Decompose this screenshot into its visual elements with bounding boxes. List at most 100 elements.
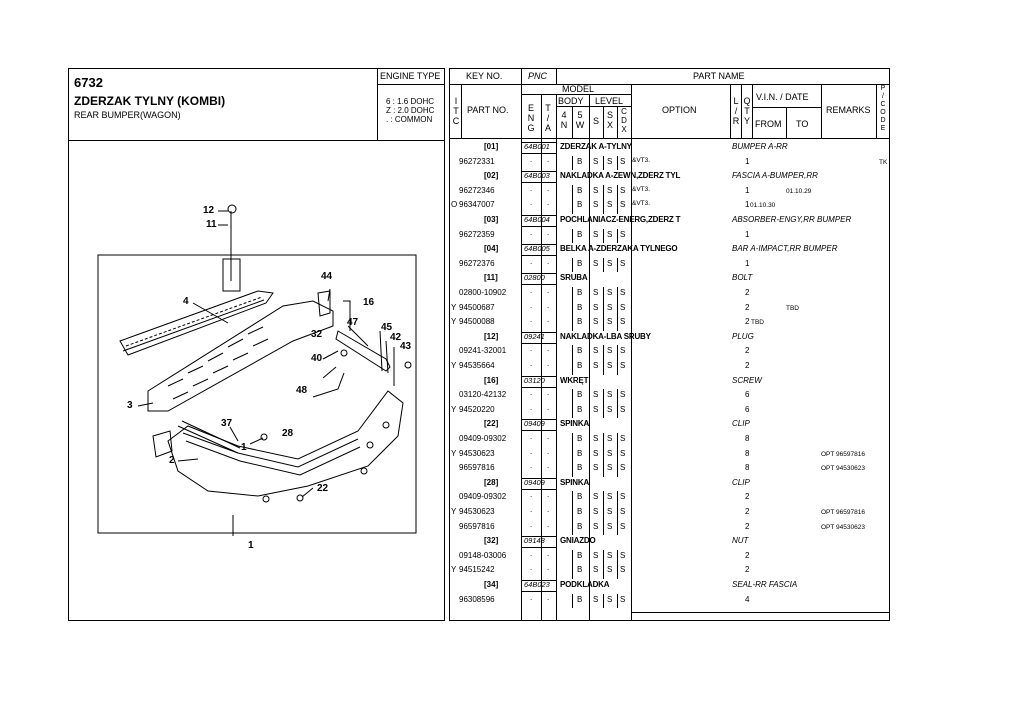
section-title-en: REAR BUMPER(WAGON) [74, 110, 181, 120]
callout-45: 45 [381, 322, 393, 333]
level-cdx: S [620, 390, 626, 400]
part-number: 94500687 [459, 302, 495, 312]
group-key: [11] [484, 273, 498, 283]
part-number: 96272359 [459, 229, 495, 239]
part-qty: 1 [745, 258, 750, 268]
cell-divider [572, 549, 573, 565]
ta-dot: . [547, 446, 550, 456]
cell-divider [556, 593, 557, 609]
cell-divider [572, 360, 573, 375]
header-from: FROM [755, 119, 782, 129]
cell-divider [617, 345, 618, 360]
pnc-box [521, 142, 557, 154]
header-eng-1: E [527, 103, 534, 113]
header-ta-1: T [545, 103, 551, 113]
level-cdx: S [620, 565, 626, 575]
ta-dot: . [547, 227, 550, 237]
title-divider [68, 140, 445, 141]
ta-dot: . [547, 315, 550, 325]
cell-divider [572, 184, 573, 200]
level-s: S [593, 492, 599, 502]
cell-divider [572, 462, 573, 477]
header-itc-3: C [452, 116, 460, 126]
pnc-box [521, 331, 557, 344]
cell-divider [572, 433, 573, 448]
header-level-cdx: C D X [621, 107, 627, 134]
part-qty: 8 [745, 463, 750, 473]
table-frame [449, 68, 890, 621]
eng-dot: . [530, 505, 533, 514]
level-s: S [593, 346, 599, 356]
eng-dot: . [530, 183, 533, 193]
pnc-box [521, 171, 557, 184]
cell-divider [556, 228, 557, 244]
cell-divider [603, 491, 604, 506]
part-qty: 1 [745, 229, 750, 239]
pnc-box [521, 477, 557, 490]
level-cdx: S [620, 258, 626, 268]
col-key [521, 68, 522, 621]
cell-divider [603, 184, 604, 200]
group-name-en: NUT [732, 536, 749, 546]
ta-dot: . [547, 461, 550, 471]
level-s: S [593, 258, 599, 268]
cell-divider [572, 301, 573, 317]
cell-divider [556, 389, 557, 404]
cell-divider [556, 184, 557, 200]
header-to: TO [796, 119, 809, 129]
part-qty: 1 [745, 185, 750, 195]
group-pnc: 03120 [524, 375, 545, 385]
group-name-en: BOLT [732, 273, 753, 283]
part-number: 94530623 [459, 448, 495, 458]
level-sx: S [607, 361, 613, 370]
pnc-box [521, 580, 557, 592]
callout-28: 28 [282, 428, 294, 439]
part-body-mark: B [577, 594, 583, 604]
part-itc: Y [451, 317, 457, 327]
impact-bar-shape [119, 290, 274, 356]
level-cdx: S [620, 434, 626, 443]
level-cdx: S [620, 507, 626, 516]
header-part-no: PART NO. [467, 105, 509, 115]
header-model: MODEL [562, 84, 595, 94]
part-qty: 2 [745, 361, 750, 370]
group-name-en: ABSORBER-ENGY,RR BUMPER [732, 215, 852, 224]
level-col-split-1 [603, 106, 604, 138]
cell-divider [603, 549, 604, 565]
level-s: S [593, 317, 599, 327]
cell-divider [617, 199, 618, 214]
group-name-en: SEAL-RR FASCIA [732, 580, 798, 589]
cell-divider [572, 520, 573, 536]
cell-divider [572, 389, 573, 404]
part-number: 96272346 [459, 185, 495, 195]
part-body-mark: B [577, 361, 583, 370]
level-s: S [593, 185, 599, 195]
level-s: S [593, 507, 599, 516]
group-pnc: 09409 [524, 477, 545, 487]
level-sx: S [607, 258, 613, 268]
cell-divider [572, 287, 573, 302]
cell-divider [556, 564, 557, 579]
group-name-pl: WKRĘT [560, 375, 589, 385]
part-remark: OPT 96597816 [821, 509, 865, 516]
part-number: 09409-09302 [459, 434, 507, 443]
cell-divider [572, 345, 573, 360]
engine-type-label: ENGINE TYPE [380, 71, 441, 81]
level-cdx: S [620, 302, 626, 312]
pnc-box [521, 273, 557, 286]
group-name-pl: NAKLADKA-LBA SRUBY [560, 331, 651, 341]
part-qty: 1 [745, 156, 750, 166]
cell-divider [556, 301, 557, 317]
level-cdx: S [620, 288, 626, 297]
part-option: &VT3. [632, 200, 651, 208]
cell-divider [603, 199, 604, 214]
ta-dot: . [547, 519, 550, 529]
part-qty: 6 [745, 390, 750, 400]
callout-16: 16 [363, 297, 375, 308]
col-eng [541, 94, 542, 621]
level-s: S [593, 288, 599, 297]
header-itc-2: T [453, 106, 459, 116]
group-pnc: 64B004 [524, 215, 550, 224]
level-cdx: S [620, 346, 626, 356]
part-body-mark: B [577, 550, 583, 560]
